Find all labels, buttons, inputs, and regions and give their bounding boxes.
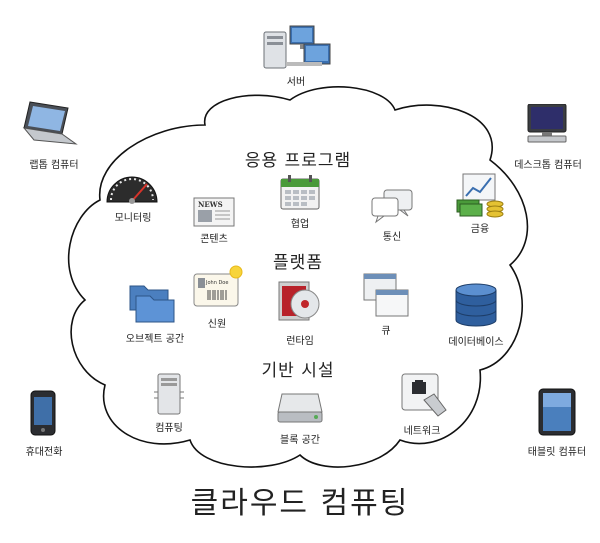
object-storage-label: 오브젝트 공간 [125, 334, 185, 345]
content-label: 콘텐츠 [200, 234, 228, 245]
runtime-label: 런타임 [286, 336, 314, 347]
desktop-icon [527, 104, 567, 143]
desktop-label: 데스크톱 컴퓨터 [514, 160, 582, 171]
laptop-label: 랩톱 컴퓨터 [29, 160, 79, 171]
server-label: 서버 [286, 77, 306, 88]
network-label: 네트워크 [403, 426, 441, 437]
compute-tower-icon [154, 373, 184, 415]
mobile-phone-icon [30, 390, 56, 436]
finance-label: 금융 [470, 224, 490, 235]
runtime-disc-icon [278, 281, 320, 321]
id-card-icon: John Doe [193, 265, 243, 307]
collaboration-label: 협업 [290, 219, 310, 230]
queue-label: 큐 [381, 326, 391, 337]
database-icon [455, 283, 497, 327]
laptop-icon [22, 101, 78, 145]
network-jack-icon [401, 373, 447, 417]
monitoring-label: 모니터링 [114, 213, 152, 224]
speech-bubbles-icon [371, 189, 413, 224]
database-label: 데이터베이스 [448, 337, 504, 348]
compute-label: 컴퓨팅 [155, 423, 183, 434]
application-section-title: 응용 프로그램 [244, 151, 352, 171]
newspaper-icon: NEWS [193, 197, 235, 227]
infrastructure-section-title: 기반 시설 [261, 361, 335, 381]
block-storage-label: 블록 공간 [280, 435, 320, 446]
finance-chart-icon [456, 173, 504, 218]
tablet-icon [538, 388, 576, 436]
server-icon [263, 25, 331, 69]
gauge-icon [106, 176, 158, 204]
hard-drive-icon [277, 393, 323, 423]
id-card-name: John Doe [205, 280, 228, 286]
phone-label: 휴대전화 [25, 447, 63, 458]
tablet-label: 태블릿 컴퓨터 [527, 447, 587, 458]
folders-icon [129, 285, 175, 323]
communication-label: 통신 [382, 232, 402, 243]
queue-windows-icon [363, 273, 409, 317]
newspaper-heading: NEWS [198, 200, 223, 209]
diagram-title: 클라우드 컴퓨팅 [190, 486, 410, 521]
calendar-icon [280, 175, 320, 210]
platform-section-title: 플랫폼 [273, 253, 323, 273]
identity-label: 신원 [207, 319, 227, 330]
